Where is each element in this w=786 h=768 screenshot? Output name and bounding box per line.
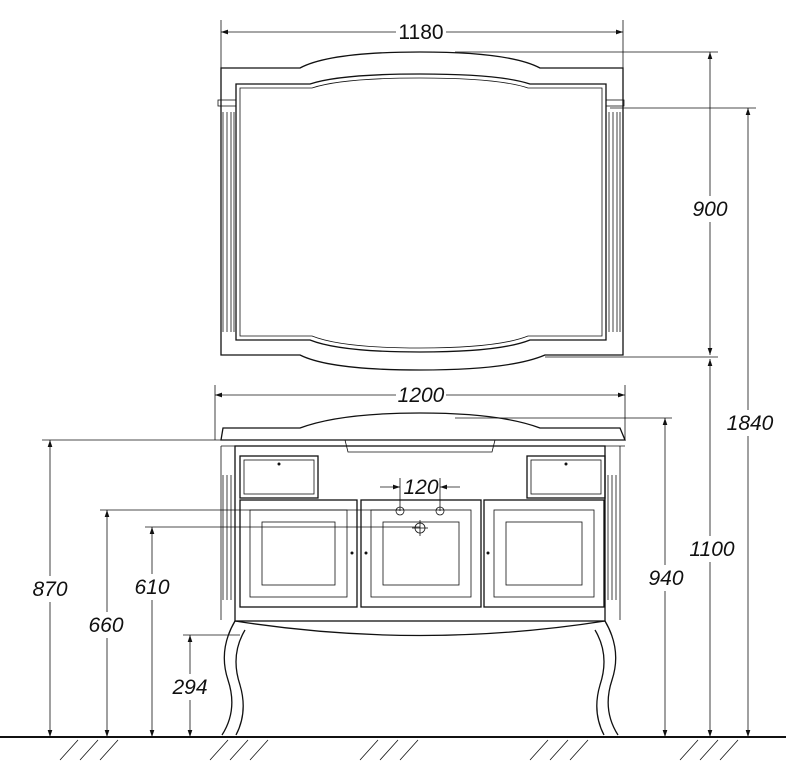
dim-vanity-width: 1200: [398, 384, 445, 407]
dim-total-height: 1840: [727, 412, 774, 435]
dim-countertop-height: 870: [32, 578, 67, 601]
dim-mirror-bottom-height: 1100: [689, 538, 734, 561]
dim-mirror-width: 1180: [398, 21, 443, 44]
floor-line: [0, 736, 786, 761]
dimension-labels: 1180 900 1840 1100 1200 940 120 870 660 …: [30, 20, 778, 700]
dim-sink-height: 610: [134, 576, 169, 599]
vanity: [220, 412, 626, 736]
doors: [239, 499, 605, 608]
dim-drawer-bottom-height: 660: [88, 614, 123, 637]
dim-top-edge-height: 940: [648, 567, 683, 590]
dimension-lines: [42, 20, 756, 737]
dim-mirror-height: 900: [692, 198, 727, 221]
mirror: [217, 51, 625, 371]
dim-tap-spacing: 120: [403, 476, 438, 499]
dim-leg-clearance: 294: [171, 676, 207, 699]
